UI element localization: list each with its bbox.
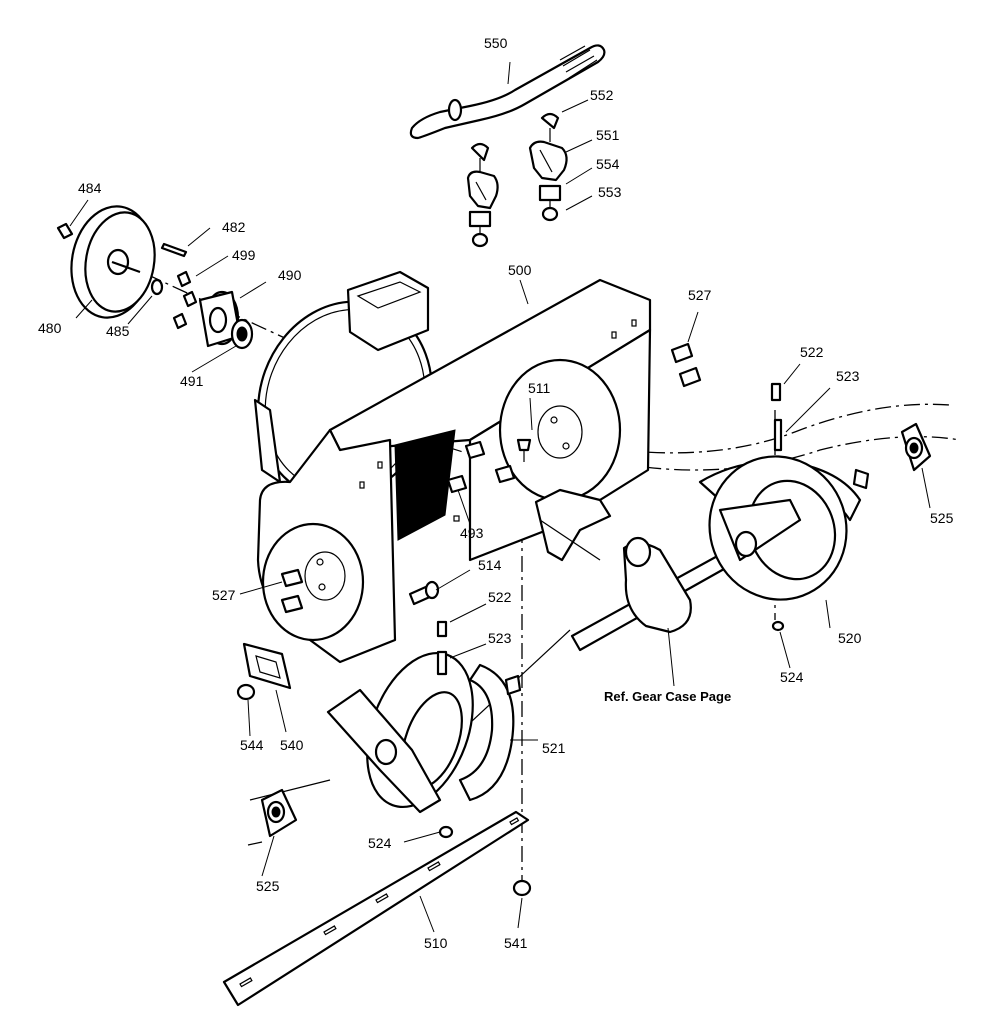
nut-544 <box>236 683 256 701</box>
label-525-right: 525 <box>930 510 954 526</box>
bearing-491 <box>230 318 254 350</box>
bolt-514 <box>408 580 440 606</box>
label-525-left: 525 <box>256 878 280 894</box>
label-521: 521 <box>542 740 566 756</box>
label-523-right: 523 <box>836 368 860 384</box>
label-484: 484 <box>78 180 102 196</box>
label-552: 552 <box>590 87 614 103</box>
label-553: 553 <box>598 184 622 200</box>
label-527-lower: 527 <box>212 587 236 603</box>
leader-lines <box>69 61 931 933</box>
label-522-right: 522 <box>800 344 824 360</box>
label-490: 490 <box>278 267 302 283</box>
label-485: 485 <box>106 323 130 339</box>
label-554: 554 <box>596 156 620 172</box>
label-514: 514 <box>478 557 502 573</box>
part-labels: 550 552 551 554 553 484 482 499 490 480 … <box>38 35 954 951</box>
shear-pin-511 <box>516 438 532 462</box>
auger-521 <box>326 620 522 839</box>
gear-case <box>534 488 742 652</box>
label-540: 540 <box>280 737 304 753</box>
label-520: 520 <box>838 630 862 646</box>
key-482 <box>160 242 188 258</box>
reference-note: Ref. Gear Case Page <box>604 689 731 704</box>
label-510: 510 <box>424 935 448 951</box>
label-541: 541 <box>504 935 528 951</box>
label-491: 491 <box>180 373 204 389</box>
chute-clamp-left <box>466 142 499 248</box>
label-550: 550 <box>484 35 508 51</box>
label-522-left: 522 <box>488 589 512 605</box>
bearing-flange-490 <box>198 290 242 348</box>
label-480: 480 <box>38 320 62 336</box>
skid-540 <box>242 642 292 690</box>
label-551: 551 <box>596 127 620 143</box>
scraper-bar-510 <box>222 810 530 1007</box>
nut-541 <box>512 879 532 897</box>
label-524-left: 524 <box>368 835 392 851</box>
label-511: 511 <box>528 380 551 396</box>
label-482: 482 <box>222 219 246 235</box>
label-524-right: 524 <box>780 669 804 685</box>
drive-tube-550 <box>409 44 606 140</box>
chute-clamp-right <box>528 112 568 222</box>
bolts-527-lower <box>280 568 304 614</box>
label-527-upper: 527 <box>688 287 712 303</box>
washer-485 <box>150 278 164 296</box>
label-493: 493 <box>460 525 484 541</box>
pulley-480 <box>70 205 156 319</box>
bolt-484 <box>56 222 74 240</box>
label-500: 500 <box>508 262 532 278</box>
bolts-527-upper <box>670 342 702 388</box>
bearing-525-right <box>900 422 932 472</box>
bolts-493 <box>446 440 516 494</box>
label-499: 499 <box>232 247 256 263</box>
bearing-525-left <box>260 788 298 838</box>
auger-520 <box>698 382 870 632</box>
label-523-left: 523 <box>488 630 512 646</box>
bolts-499 <box>172 270 198 330</box>
label-544: 544 <box>240 737 264 753</box>
